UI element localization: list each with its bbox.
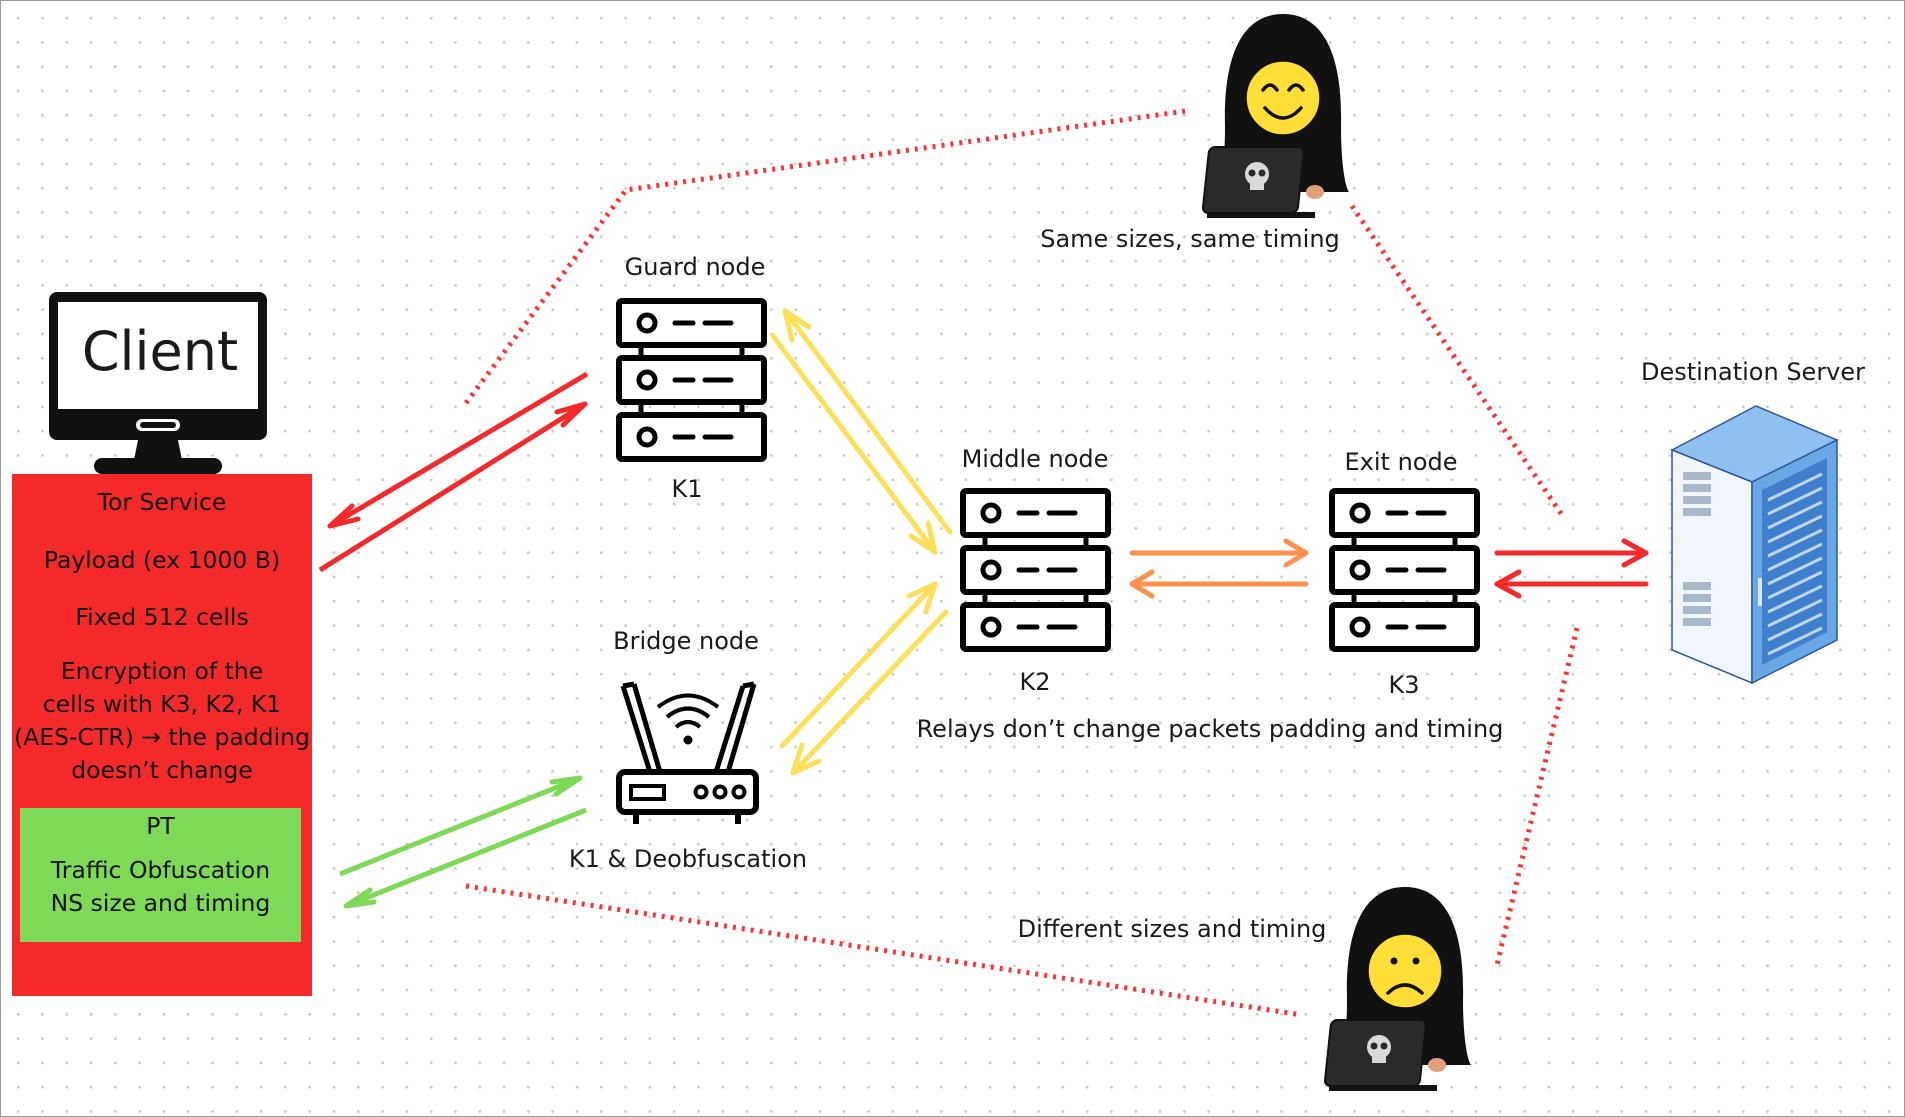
- encryption-line-1: Encryption of the: [60, 657, 264, 685]
- middle-key-label: K2: [1019, 668, 1051, 696]
- pt-box: PT Traffic Obfuscation NS size and timin…: [20, 808, 301, 942]
- bridge-node-label: Bridge node: [613, 627, 759, 655]
- exit-destination-arrows: [1494, 538, 1649, 599]
- encryption-line-4: doesn’t change: [71, 756, 253, 784]
- cells-text: Fixed 512 cells: [75, 603, 249, 631]
- client-bridge-arrows: [339, 775, 587, 909]
- exit-observation-line-bottom: [1494, 627, 1580, 966]
- bridge-key-label: K1 & Deobfuscation: [568, 845, 808, 873]
- tor-service-box: Tor Service Payload (ex 1000 B) Fixed 51…: [12, 474, 312, 996]
- bridge-observation-line: [465, 883, 1303, 1018]
- guard-server-icon: [619, 301, 764, 459]
- middle-server-icon: [963, 491, 1108, 649]
- hacker-sad-icon: [1323, 886, 1472, 1092]
- pt-obfuscation: Traffic Obfuscation: [50, 856, 271, 884]
- encryption-line-3: (AES-CTR) → the padding: [14, 723, 310, 751]
- client-guard-arrows: [318, 371, 589, 573]
- destination-label: Destination Server: [1640, 358, 1866, 386]
- exit-key-label: K3: [1388, 671, 1420, 699]
- relays-note: Relays don’t change packets padding and …: [916, 715, 1504, 743]
- middle-node-label: Middle node: [961, 445, 1109, 473]
- dotted-observation-lines: [464, 108, 1580, 1018]
- entry-middle-arrows: [770, 308, 953, 776]
- middle-exit-arrows: [1129, 538, 1309, 599]
- happy-observer-caption: Same sizes, same timing: [1040, 225, 1340, 253]
- tor-service-title: Tor Service: [97, 488, 227, 516]
- monitor-icon: [49, 292, 267, 474]
- client-title: Client: [81, 320, 239, 383]
- sad-observer-caption: Different sizes and timing: [1017, 915, 1327, 943]
- guard-key-label: K1: [671, 475, 703, 503]
- pt-size-timing: NS size and timing: [50, 889, 271, 917]
- hacker-happy-icon: [1201, 13, 1350, 219]
- datacenter-server-icon: [1670, 405, 1839, 685]
- encryption-line-2: cells with K3, K2, K1: [42, 690, 282, 718]
- router-icon: [616, 681, 759, 824]
- guard-node-label: Guard node: [624, 253, 766, 281]
- exit-node-label: Exit node: [1344, 448, 1458, 476]
- payload-text: Payload (ex 1000 B): [43, 546, 281, 574]
- guard-observation-line: [464, 108, 1187, 405]
- pt-title: PT: [146, 812, 175, 840]
- exit-server-icon: [1332, 491, 1477, 649]
